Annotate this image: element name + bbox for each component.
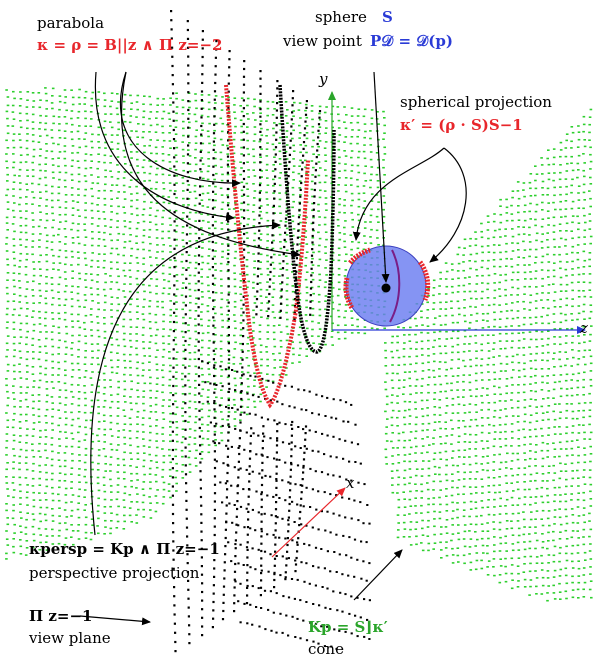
x-axis (272, 488, 345, 557)
spherical-arrow-1 (356, 148, 444, 240)
viewpoint-title: view point (283, 32, 362, 50)
y-axis-label: y (319, 70, 327, 88)
spherical-arrow-2 (430, 148, 466, 262)
perspective-arrow (91, 225, 280, 535)
z-axis-label: z (580, 319, 588, 337)
cone-arrow (354, 550, 402, 600)
view-plane-symbol: Π z=−1 (29, 607, 92, 625)
view-point-dot (382, 284, 391, 293)
parabola-formula: κ = ρ = B||z ∧ Π z=−2 (37, 36, 222, 54)
view-plane-title: view plane (29, 629, 111, 647)
perspective-formula: κpersp = Kp ∧ Π z=−1 (29, 540, 220, 558)
cone-formula: Kp = S⌋κ′ (308, 618, 388, 636)
spherical-projection-formula: κ′ = (ρ · S)S−1 (400, 116, 523, 134)
perspective-title: perspective projection (29, 564, 199, 582)
cone-title: cone (308, 640, 344, 658)
sphere-title: sphere (315, 8, 367, 26)
viewpoint-formula: P𝒟 = 𝒟(p) (370, 32, 453, 50)
spherical-projection-title: spherical projection (400, 93, 552, 111)
x-axis-label: x (346, 474, 354, 492)
parabola-curve (226, 85, 308, 405)
parabola-title: parabola (37, 14, 104, 32)
sphere-symbol: S (382, 8, 393, 26)
